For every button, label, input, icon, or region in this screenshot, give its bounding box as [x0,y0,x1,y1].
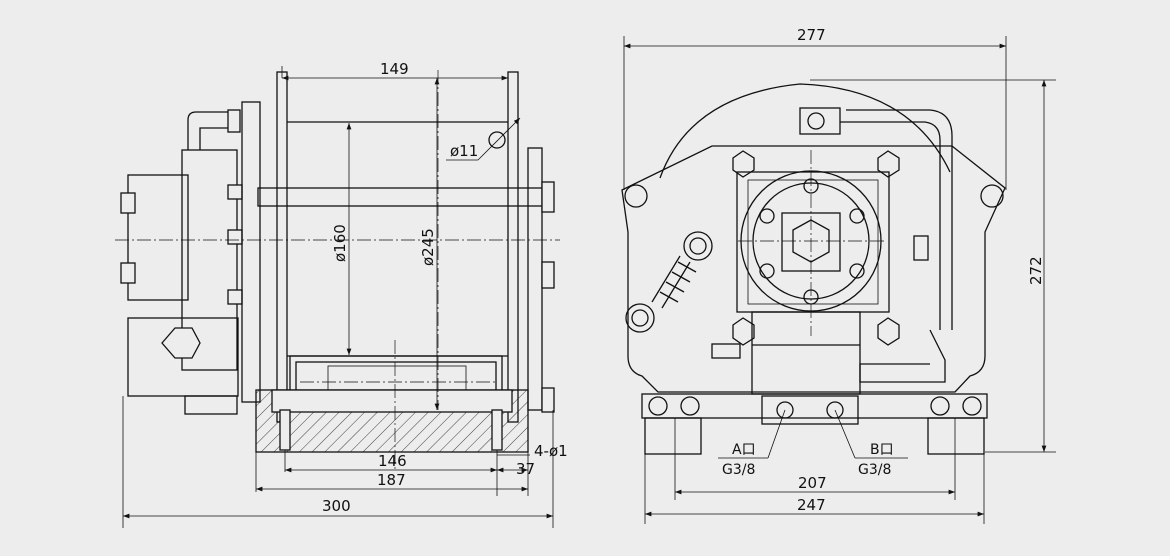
motor-bolt [227,109,241,133]
foot-right [927,417,985,455]
ear-bolt-left [624,184,648,208]
motor-bolt [227,289,243,305]
hose-elbow [859,329,946,383]
drum-outline [659,83,951,179]
tie-rod [257,187,544,207]
hole-11 [488,131,506,149]
dim-187-label: 187 [377,471,406,489]
dim-37-label: 37 [516,460,535,478]
port-b-label: B口 [870,442,894,458]
hose-fitting [187,111,233,150]
motor-bolt [120,262,136,284]
port-a-label: A口 [732,442,756,458]
dim-272-label: 272 [1027,256,1045,285]
dim-300-label: 300 [322,497,351,515]
dim-245-label: ø245 [419,228,437,266]
dim-bolt-holes-label: 4-ø1 [534,442,568,460]
port-b-thread: G3/8 [858,462,891,478]
anchor-bolt [279,409,291,451]
valve-housing [751,311,861,395]
motor-housing [127,174,189,301]
motor-flange [181,149,238,371]
hose-fitting-top [799,107,841,135]
end-bolt [541,261,555,289]
ear-bolt-right [980,184,1004,208]
end-bolt [541,181,555,213]
motor-bolt [120,192,136,214]
hydraulic-hose [840,121,941,330]
foot-left [644,417,702,455]
motor-bolt [227,184,243,200]
base-plate [641,393,988,419]
dim-149-label: 149 [380,60,409,78]
dim-277-label: 277 [797,26,826,44]
left-support-plate [241,101,261,403]
motor-bolt [227,229,243,245]
side-view: ø11 149 ø160 ø245 146 187 300 37 4-ø1 [115,60,568,528]
valve-nut [161,327,201,359]
anchor-bolt [491,409,503,451]
dim-160-label: ø160 [331,224,349,262]
dim-146-label: 146 [378,452,407,470]
valve-bottom [184,395,238,415]
drum-flange-left [276,71,288,423]
valve-block [127,317,239,397]
housing-outline [621,145,1006,393]
dim-hole-label: ø11 [450,142,478,160]
right-end-plate [527,147,543,411]
port-a-thread: G3/8 [722,462,755,478]
front-view: 277 272 207 247 A口 G3/8 B口 G3/8 [621,26,1056,524]
dim-207-label: 207 [798,474,827,492]
brake-spring [625,231,713,333]
end-bolt [541,387,555,413]
dim-247-label: 247 [797,496,826,514]
